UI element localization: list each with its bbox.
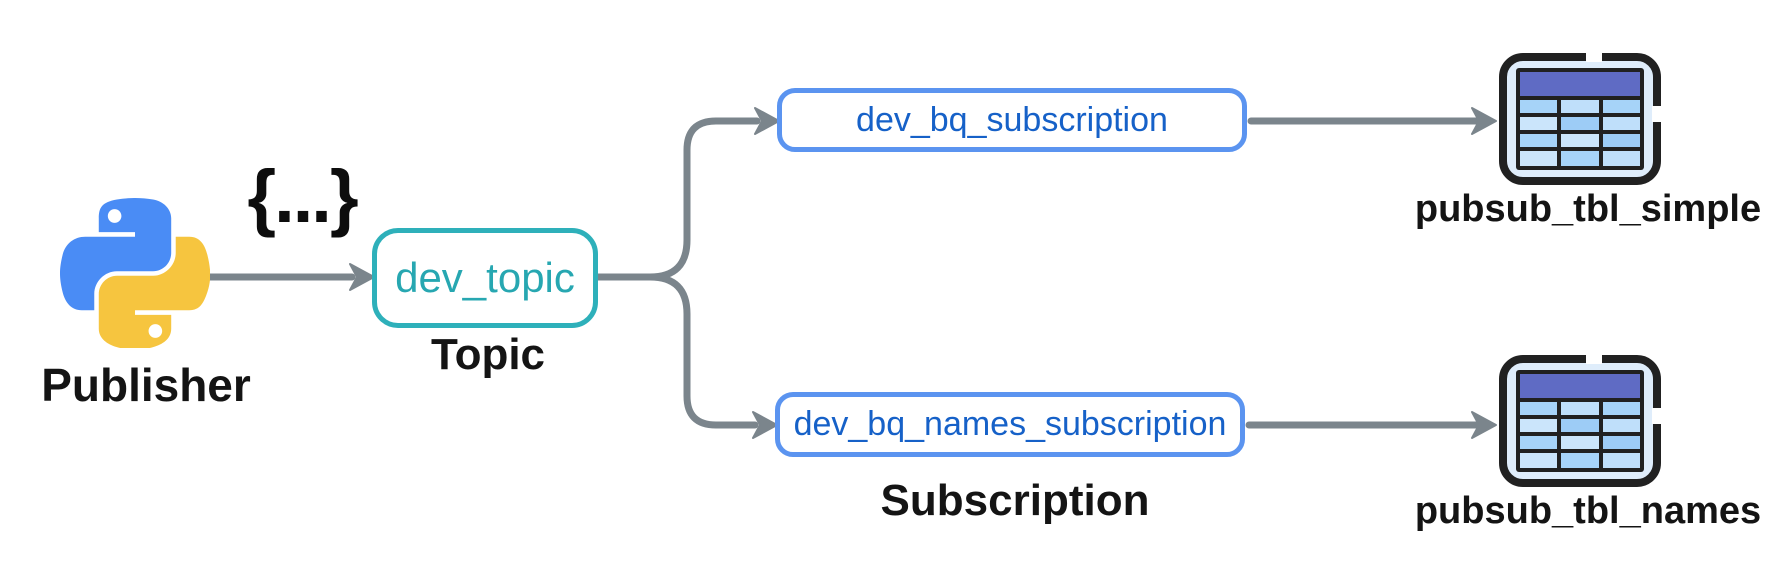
arrowhead (754, 107, 780, 135)
arrowhead (349, 263, 375, 291)
json-message-icon: {...} (247, 155, 358, 238)
subscription-node-bq: dev_bq_subscription (777, 88, 1247, 152)
publisher-label: Publisher (41, 359, 251, 411)
table-label-simple: pubsub_tbl_simple (1414, 188, 1762, 230)
bigquery-table-icon-names (1499, 354, 1662, 487)
topic-node: dev_topic (372, 228, 598, 328)
topic-fork-upper-arrow (594, 117, 761, 281)
python-logo-icon (60, 198, 210, 348)
subscription-node-label: dev_bq_subscription (856, 100, 1168, 139)
subscription-node-bq-names: dev_bq_names_subscription (775, 392, 1245, 457)
topic-node-label: dev_topic (395, 254, 575, 301)
topic-fork-lower-arrow (594, 273, 759, 429)
subscription-label: Subscription (880, 476, 1150, 525)
arrowhead (752, 411, 778, 439)
subscription-node-label: dev_bq_names_subscription (793, 405, 1227, 443)
topic-label: Topic (430, 330, 546, 379)
arrowhead (1471, 411, 1497, 439)
table-label-names: pubsub_tbl_names (1414, 490, 1762, 532)
bigquery-table-icon-simple (1499, 52, 1662, 185)
arrowhead (1471, 107, 1497, 135)
